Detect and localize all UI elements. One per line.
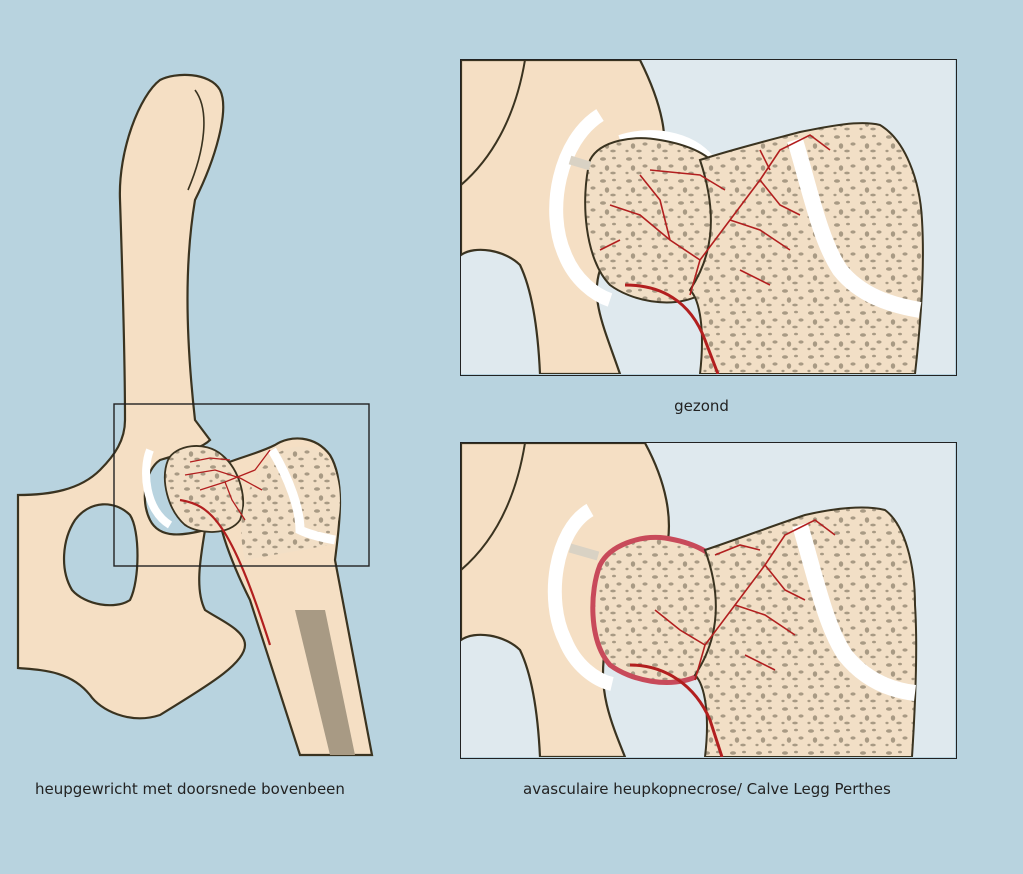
obturator-foramen bbox=[62, 503, 139, 607]
healthy-panel bbox=[461, 60, 955, 374]
femur-overview bbox=[142, 437, 374, 757]
healthy-panel-frame bbox=[460, 59, 957, 376]
caption-avn: avasculaire heupkopnecrose/ Calve Legg P… bbox=[523, 780, 891, 798]
caption-hip-joint: heupgewricht met doorsnede bovenbeen bbox=[35, 780, 345, 798]
pelvis-bone bbox=[16, 73, 247, 720]
caption-healthy: gezond bbox=[674, 397, 729, 415]
avn-panel-frame bbox=[460, 442, 957, 759]
avn-panel bbox=[461, 443, 955, 757]
zoom-indicator-box bbox=[113, 403, 370, 567]
